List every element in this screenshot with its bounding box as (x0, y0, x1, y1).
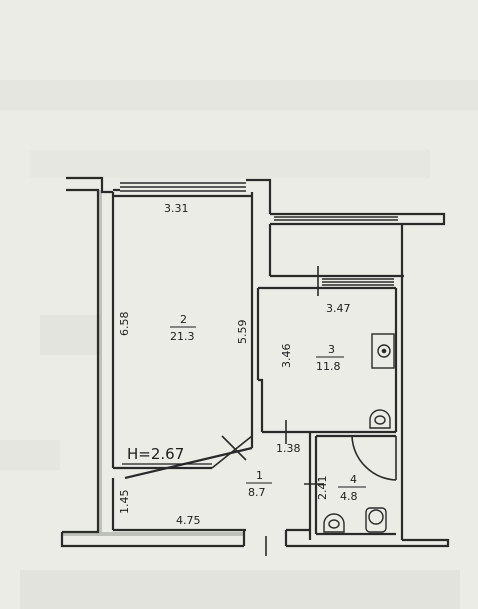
room2-area: 21.3 (170, 330, 195, 343)
room4-area: 4.8 (340, 490, 358, 503)
ceiling-height-label: H=2.67 (127, 445, 184, 463)
room2-length-left-label: 6.58 (118, 312, 131, 337)
door-marks (211, 266, 397, 556)
room2-width-label: 3.31 (164, 202, 189, 215)
corridor-width-label: 1.38 (276, 442, 301, 455)
room1-number: 1 (256, 469, 263, 482)
room2-length-right-label: 5.59 (236, 320, 249, 345)
room3-length-label: 3.46 (280, 344, 293, 369)
windows (120, 182, 398, 286)
exterior-walls (60, 176, 450, 548)
dimension-labels: 3.31 6.58 5.59 3.47 3.46 1.38 2.41 1.45 … (118, 202, 351, 527)
bath-length-label: 2.41 (316, 476, 329, 501)
room-labels: 2 21.3 3 11.8 1 8.7 4 4.8 (170, 313, 366, 503)
room3-area: 11.8 (316, 360, 341, 373)
room1-area: 8.7 (248, 486, 266, 499)
room4-number: 4 (350, 473, 357, 486)
toilet-bath (365, 507, 387, 533)
hall-width-label: 4.75 (176, 514, 201, 527)
hall-depth-label: 1.45 (118, 490, 131, 515)
room3-number: 3 (328, 343, 335, 356)
room2-number: 2 (180, 313, 187, 326)
wall-fill (62, 190, 244, 536)
room3-width-label: 3.47 (326, 302, 351, 315)
toilet-room3 (369, 409, 391, 429)
sink-room3 (371, 333, 395, 369)
background-show-through (0, 80, 478, 609)
washbasin-bath (323, 513, 345, 533)
